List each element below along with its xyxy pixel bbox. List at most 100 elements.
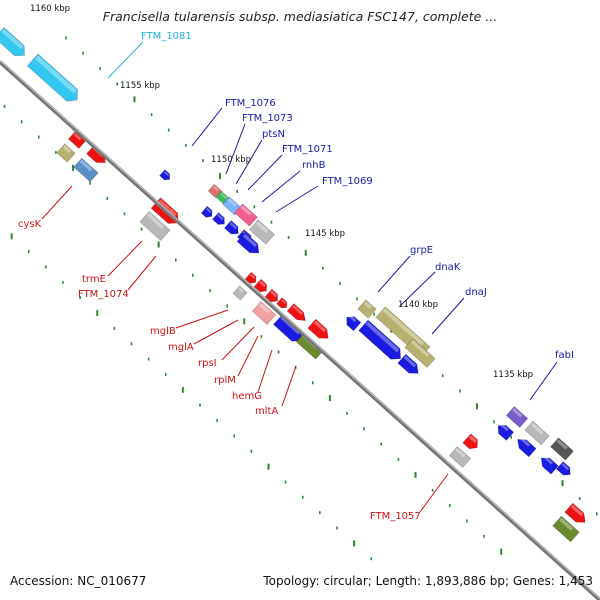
gene-arrow	[159, 169, 171, 181]
gene-arrow	[73, 157, 99, 183]
gene-shine	[348, 314, 357, 323]
gene-shine	[217, 214, 224, 221]
gene-shine	[292, 305, 303, 315]
gene-body	[200, 205, 213, 218]
callout-line	[127, 255, 157, 291]
gene-body	[251, 301, 277, 325]
gene-shine	[240, 205, 252, 216]
gene-body	[564, 502, 586, 523]
gene-arrow	[234, 203, 258, 227]
gene-shine	[1, 28, 24, 50]
gene-arrow	[497, 422, 515, 441]
gene-shine	[382, 308, 425, 346]
gene-shine	[79, 159, 93, 172]
gene-shine	[157, 199, 177, 217]
gene-body	[346, 316, 362, 332]
callout-lines	[41, 41, 558, 513]
backbone	[0, 60, 600, 600]
gene-shine	[570, 504, 584, 517]
gene-label: mglA	[168, 342, 194, 353]
gene-shine	[313, 320, 327, 333]
gene-shine	[410, 339, 430, 358]
gene-label: FTM_1069	[322, 176, 373, 187]
gene-shine	[468, 435, 477, 444]
gene-features	[0, 27, 586, 543]
gene-shine	[455, 447, 466, 458]
gene-shine	[146, 212, 165, 230]
gene-arrow	[236, 232, 260, 254]
callout-line	[261, 170, 301, 203]
gene-body	[286, 303, 306, 322]
gene-shine	[403, 355, 417, 368]
gene-arrow	[224, 220, 239, 235]
gene-body	[497, 424, 515, 441]
gene-arrow	[397, 353, 419, 374]
callout-line	[247, 154, 283, 191]
gene-shine	[365, 321, 400, 353]
gene-shine	[559, 517, 574, 531]
gene-body	[540, 457, 559, 475]
gene-shine	[229, 222, 238, 230]
gene-body	[236, 232, 260, 254]
gene-shine	[499, 422, 509, 432]
gene-arrow	[286, 303, 306, 322]
gene-arrow	[207, 183, 223, 199]
gene-shine	[280, 299, 287, 305]
gene-body	[56, 143, 76, 163]
gene-body	[505, 406, 529, 428]
gene-body	[550, 437, 574, 461]
gene-shine	[62, 145, 71, 154]
gene-label: ptsN	[262, 129, 285, 140]
gene-body	[357, 299, 377, 319]
gene-arrow	[346, 314, 362, 332]
callout-line	[399, 271, 436, 307]
callout-line	[275, 185, 319, 213]
gene-shine	[163, 171, 170, 177]
callout-line	[193, 319, 239, 345]
gene-arrow	[404, 338, 436, 368]
gene-label: FTM_1076	[225, 98, 276, 109]
gene-label: hemG	[232, 391, 262, 402]
callout-line	[419, 473, 449, 513]
callout-line	[107, 41, 144, 79]
gene-label: mltA	[255, 406, 278, 417]
backbone-line	[0, 60, 600, 600]
scale-label: 1160 kbp	[30, 4, 70, 14]
gene-arrow	[276, 297, 288, 309]
gene-body	[73, 157, 99, 183]
gene-shine	[73, 133, 82, 141]
gene-shine	[212, 185, 219, 191]
backbone-highlight	[0, 60, 600, 599]
gene-shine	[530, 422, 544, 435]
gene-body	[517, 438, 537, 458]
gene-arrow	[212, 212, 225, 225]
accession-text: Accession: NC_010677	[10, 574, 147, 588]
gene-body	[139, 211, 171, 241]
gene-arrow	[357, 299, 377, 319]
gene-arrow	[56, 143, 76, 163]
gene-arrow	[26, 53, 78, 102]
gene-body	[244, 271, 257, 284]
gene-shine	[238, 287, 244, 293]
gene-shine	[259, 280, 267, 288]
gene-arrow	[264, 288, 278, 303]
callout-line	[41, 185, 73, 220]
gene-shine	[556, 439, 568, 450]
gene-arrow	[307, 318, 329, 339]
gene-body	[404, 338, 436, 368]
gene-arrow	[552, 515, 580, 543]
gene-shine	[258, 302, 270, 314]
callout-line	[235, 139, 263, 185]
gene-shine	[270, 290, 278, 298]
gene-label: mglB	[150, 326, 176, 337]
gene-body	[448, 446, 472, 468]
gene-body	[234, 203, 258, 227]
gene-label: FTM_1057	[370, 511, 421, 522]
topology-text: Topology: circular; Length: 1,893,886 bp…	[263, 574, 593, 588]
gene-arrow	[232, 285, 248, 301]
gene-arrow	[0, 27, 25, 57]
gene-arrow	[249, 219, 275, 245]
gene-body	[276, 297, 288, 309]
gene-shine	[543, 455, 554, 465]
